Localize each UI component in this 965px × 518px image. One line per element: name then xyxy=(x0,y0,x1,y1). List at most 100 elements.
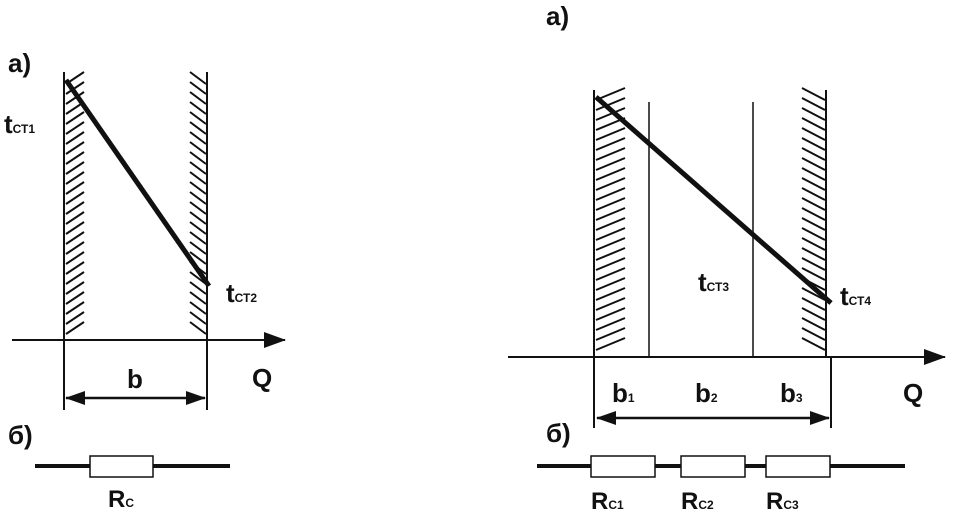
hatch-stroke xyxy=(65,251,85,265)
hatch-stroke xyxy=(189,161,207,175)
hatch-stroke xyxy=(801,137,826,151)
hatch-stroke xyxy=(801,307,826,321)
resistor-rc xyxy=(89,455,154,478)
hatch-stroke xyxy=(65,261,85,275)
hatch-stroke xyxy=(65,311,85,325)
hatch-stroke xyxy=(65,301,85,315)
hatch-stroke xyxy=(189,191,207,205)
hatch-stroke xyxy=(189,321,207,335)
hatch-stroke xyxy=(189,301,207,315)
hatch-stroke xyxy=(189,121,207,135)
hatch-stroke xyxy=(189,151,207,165)
hatch-stroke xyxy=(801,87,826,101)
hatch-stroke xyxy=(801,267,826,281)
t-st3-label: tСТ3 xyxy=(698,267,729,297)
b2-label: b2 xyxy=(695,378,718,408)
resistor-rc2 xyxy=(680,455,746,478)
hatch-stroke xyxy=(595,187,626,201)
hatch-stroke xyxy=(189,91,207,105)
hatch-stroke xyxy=(65,291,85,305)
hatch-stroke xyxy=(65,151,85,165)
hatch-stroke xyxy=(801,257,826,271)
q-axis-label: Q xyxy=(252,363,272,393)
b3-label: b3 xyxy=(780,378,803,408)
hatch-stroke xyxy=(189,281,207,295)
hatch-stroke xyxy=(595,247,626,261)
b1-label: b1 xyxy=(612,378,635,408)
t-st2-label: tСТ2 xyxy=(226,278,257,308)
layer3-hatching xyxy=(801,87,826,351)
hatch-stroke xyxy=(189,291,207,305)
hatch-stroke xyxy=(801,237,826,251)
hatch-stroke xyxy=(595,197,626,211)
temperature-line xyxy=(63,78,212,288)
hatch-stroke xyxy=(595,257,626,271)
left-diagram: a) tСТ1 tСТ2 b Q б) RC xyxy=(4,48,286,513)
hatch-stroke xyxy=(65,141,85,155)
hatch-stroke xyxy=(65,181,85,195)
hatch-stroke xyxy=(189,81,207,95)
hatch-stroke xyxy=(801,117,826,131)
rc1-label: RC1 xyxy=(591,488,624,515)
hatch-stroke xyxy=(801,177,826,191)
hatch-stroke xyxy=(595,227,626,241)
hatch-stroke xyxy=(595,277,626,291)
hatch-stroke xyxy=(189,241,207,255)
hatch-stroke xyxy=(595,167,626,181)
hatch-stroke xyxy=(65,81,85,95)
right-label-a: a) xyxy=(546,1,569,31)
hatch-stroke xyxy=(801,217,826,231)
left-label-a: a) xyxy=(8,48,31,78)
hatch-stroke xyxy=(65,111,85,125)
hatch-stroke xyxy=(801,287,826,301)
hatch-stroke xyxy=(189,211,207,225)
hatch-stroke xyxy=(595,207,626,221)
hatch-stroke xyxy=(595,107,626,121)
hatch-stroke xyxy=(801,157,826,171)
hatch-stroke xyxy=(801,127,826,141)
hatch-stroke xyxy=(595,177,626,191)
hatch-stroke xyxy=(801,247,826,261)
hatch-stroke xyxy=(65,121,85,135)
hatch-stroke xyxy=(189,221,207,235)
hatch-stroke xyxy=(65,201,85,215)
hatch-stroke xyxy=(595,237,626,251)
thickness-label: b xyxy=(127,364,143,394)
hatch-stroke xyxy=(65,321,85,335)
hatch-stroke xyxy=(801,197,826,211)
t-st1-label: tСТ1 xyxy=(4,109,35,139)
layer1-hatching xyxy=(595,87,626,351)
hatch-stroke xyxy=(595,217,626,231)
left-wall-hatching xyxy=(65,71,85,335)
hatch-stroke xyxy=(801,297,826,311)
hatch-stroke xyxy=(595,127,626,141)
hatch-stroke xyxy=(595,147,626,161)
hatch-stroke xyxy=(595,97,626,111)
hatch-stroke xyxy=(595,327,626,341)
hatch-stroke xyxy=(65,91,85,105)
hatch-stroke xyxy=(65,231,85,245)
rc2-label: RC2 xyxy=(681,488,714,515)
hatch-stroke xyxy=(595,297,626,311)
hatch-stroke xyxy=(65,171,85,185)
hatch-stroke xyxy=(801,147,826,161)
hatch-stroke xyxy=(801,167,826,181)
hatch-stroke xyxy=(595,267,626,281)
hatch-stroke xyxy=(189,171,207,185)
right-label-b: б) xyxy=(546,418,571,448)
hatch-stroke xyxy=(189,251,207,265)
resistor-rc1 xyxy=(590,455,656,478)
hatch-stroke xyxy=(65,191,85,205)
right-diagram: a) tСТ3 tСТ4 b1 b2 b3 Q б) RC1 RC2 RC3 xyxy=(508,1,946,515)
hatch-stroke xyxy=(65,241,85,255)
hatch-stroke xyxy=(801,317,826,331)
hatch-stroke xyxy=(801,107,826,121)
hatch-stroke xyxy=(801,207,826,221)
hatch-stroke xyxy=(65,281,85,295)
hatch-stroke xyxy=(801,187,826,201)
hatch-stroke xyxy=(65,271,85,285)
hatch-stroke xyxy=(189,201,207,215)
hatch-stroke xyxy=(595,287,626,301)
